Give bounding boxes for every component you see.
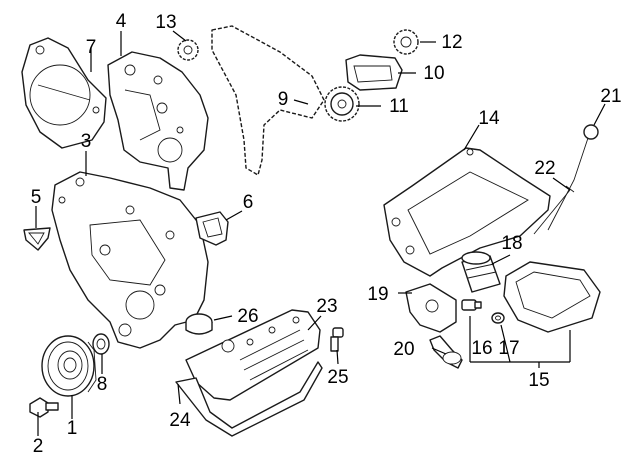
callout-14: 14 (478, 108, 500, 129)
part-15-lower-oil-pan[interactable] (503, 261, 601, 333)
callout-21: 21 (600, 86, 621, 107)
callout-1: 1 (67, 418, 78, 439)
callout-2: 2 (33, 436, 44, 457)
part-8-seal[interactable] (92, 333, 110, 355)
callout-17: 17 (498, 338, 519, 359)
part-19-oil-pump[interactable] (405, 283, 457, 333)
part-20-strainer[interactable] (429, 335, 463, 369)
callout-15: 15 (528, 370, 549, 391)
callout-8: 8 (97, 374, 108, 395)
part-9-timing-chain[interactable] (211, 25, 325, 176)
callout-13: 13 (155, 12, 176, 33)
part-17-washer[interactable] (491, 312, 505, 324)
callout-25: 25 (327, 367, 348, 388)
callout-20: 20 (393, 339, 414, 360)
callout-12: 12 (441, 32, 462, 53)
part-18-oil-filter[interactable] (461, 251, 501, 293)
part-11-cam-sprocket[interactable] (324, 86, 360, 122)
callout-24: 24 (169, 410, 191, 431)
part-7-cover[interactable] (21, 37, 107, 149)
callout-19: 19 (367, 284, 388, 305)
part-16-drain-plug[interactable] (461, 299, 482, 311)
leader-lines (35, 30, 606, 436)
part-5-gasket[interactable] (23, 227, 51, 251)
part-24-valve-cover-gasket[interactable] (175, 361, 323, 437)
callout-9: 9 (278, 89, 289, 110)
part-23-valve-cover[interactable] (185, 309, 321, 401)
part-14-oil-pan[interactable] (383, 147, 551, 277)
part-12-cam-sprocket[interactable] (393, 29, 419, 55)
callout-5: 5 (31, 187, 42, 208)
part-10-tensioner-plate[interactable] (345, 54, 403, 91)
part-13-sprocket[interactable] (177, 39, 199, 61)
callout-23: 23 (316, 296, 337, 317)
part-25-pcv-valve[interactable] (330, 327, 344, 352)
callout-11: 11 (389, 96, 409, 117)
part-3-front-cover[interactable] (51, 171, 209, 349)
callout-16: 16 (471, 338, 492, 359)
part-21-dipstick[interactable] (547, 124, 599, 231)
part-2-bolt[interactable] (29, 397, 59, 418)
callout-6: 6 (243, 192, 254, 213)
part-4-upper-timing-cover[interactable] (107, 51, 209, 191)
callout-18: 18 (501, 233, 522, 254)
callout-26: 26 (237, 306, 258, 327)
callout-7: 7 (86, 37, 97, 58)
callout-10: 10 (423, 63, 444, 84)
callouts: 1 2 3 4 5 6 7 8 9 10 11 12 13 14 15 16 1… (31, 11, 622, 457)
part-6-seal-plate[interactable] (195, 211, 229, 246)
part-26-filler-cap[interactable] (185, 313, 213, 335)
callout-4: 4 (116, 11, 127, 32)
part-22-dipstick-tube[interactable] (533, 185, 575, 235)
callout-22: 22 (534, 158, 555, 179)
part-1-crank-pulley[interactable] (41, 335, 97, 397)
callout-3: 3 (81, 131, 92, 152)
